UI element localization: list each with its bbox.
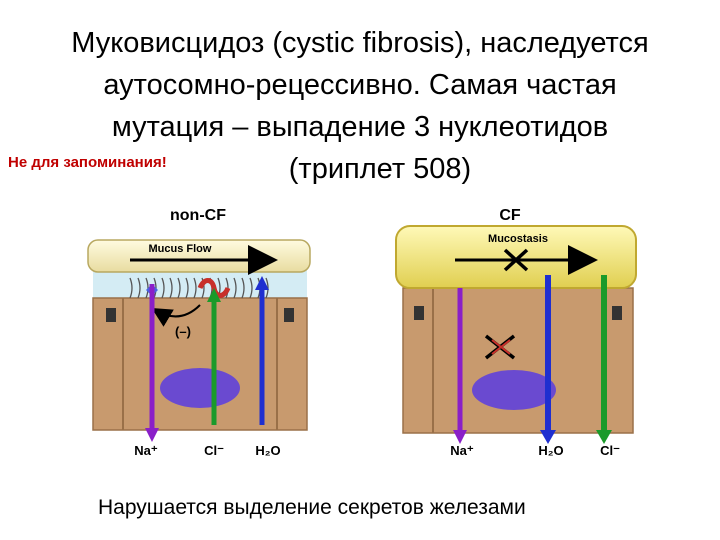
title-line-2: аутосомно-рецессивно. Самая частая [103, 69, 617, 101]
sodium-label-left: Na⁺ [134, 443, 158, 458]
epithelial-cells-left [92, 297, 308, 431]
flow-blocked-cross [503, 248, 529, 272]
non-cf-panel: non-CF Mucus Flow (–) Na⁺ Cl⁻ H₂O [87, 207, 311, 458]
sodium-label-right: Na⁺ [450, 443, 474, 458]
chloride-label-right: Cl⁻ [600, 443, 620, 458]
cf-heading: CF [499, 207, 521, 224]
tight-junction-right-1 [414, 306, 424, 320]
slide-title: Муковисцидоз (cystic fibrosis), наследуе… [20, 22, 700, 190]
water-label-right: H₂O [538, 443, 563, 458]
nucleus-left [160, 368, 240, 408]
tight-junction-left-2 [284, 308, 294, 322]
regulation-arrow [151, 304, 201, 327]
chloride-label-left: Cl⁻ [204, 443, 224, 458]
tight-junction-left-1 [106, 308, 116, 322]
regulation-label: (–) [175, 324, 191, 339]
title-line-3: мутация – выпадение 3 нуклеотидов [111, 111, 609, 143]
water-label-left: H₂O [255, 443, 280, 458]
epithelial-cells-right [402, 287, 634, 434]
nucleus-right [472, 370, 556, 410]
cf-panel: CF Mucostasis Na⁺ H₂O Cl⁻ [395, 207, 637, 458]
tight-junction-right-2 [612, 306, 622, 320]
cftr-defect-mark [491, 339, 511, 355]
title-line-4: (триплет 508) [288, 153, 472, 185]
title-line-1: Муковисцидоз (cystic fibrosis), наследуе… [71, 27, 649, 59]
side-note: Не для запоминания! [8, 154, 167, 171]
mucus-flow-label: Mucus Flow [149, 243, 212, 255]
non-cf-heading: non-CF [170, 207, 226, 224]
mucostasis-label: Mucostasis [488, 233, 548, 245]
slide-caption: Нарушается выделение секретов железами [98, 496, 526, 519]
